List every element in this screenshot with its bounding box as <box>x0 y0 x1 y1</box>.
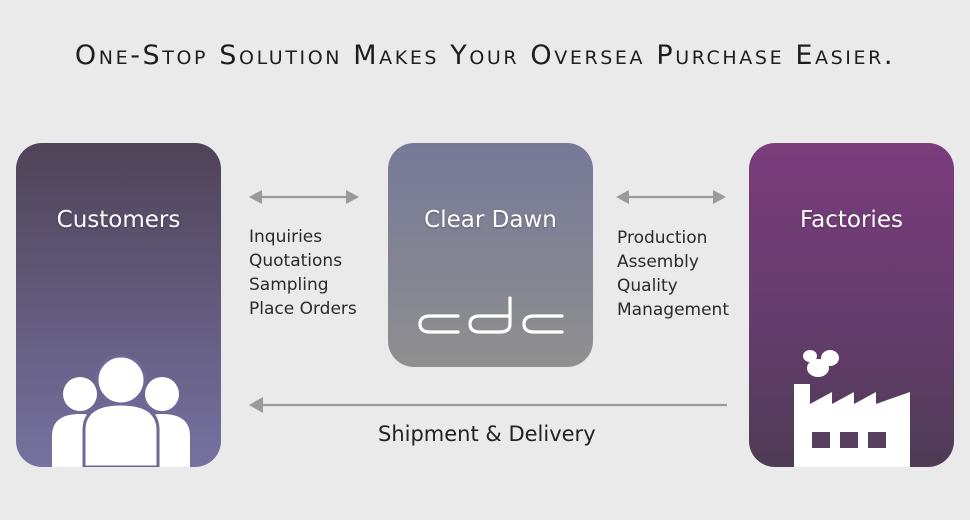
delivery-caption: Shipment & Delivery <box>378 422 596 446</box>
list-item: Assembly <box>617 252 699 272</box>
list-item: Management <box>617 300 729 320</box>
factory-services-list: Production Assembly Quality Management <box>617 226 729 322</box>
list-item: Quotations <box>249 251 343 271</box>
factory-icon <box>794 350 910 467</box>
customer-services-list: Inquiries Quotations Sampling Place Orde… <box>249 225 357 321</box>
customers-label: Customers <box>56 207 181 233</box>
cleardawn-factories-arrow <box>616 190 726 204</box>
factories-label: Factories <box>800 207 903 233</box>
customers-cleardawn-arrow <box>249 190 359 204</box>
clear-dawn-label: Clear Dawn <box>424 207 557 233</box>
list-item: Sampling <box>249 275 329 295</box>
people-icon <box>52 354 190 467</box>
list-item: Inquiries <box>249 227 323 247</box>
list-item: Production <box>617 228 708 248</box>
delivery-arrow <box>249 397 727 413</box>
list-item: Quality <box>617 276 678 296</box>
list-item: Place Orders <box>249 299 357 319</box>
page-title: One-Stop Solution Makes Your Oversea Pur… <box>74 40 896 71</box>
cdc-logo <box>418 296 564 334</box>
